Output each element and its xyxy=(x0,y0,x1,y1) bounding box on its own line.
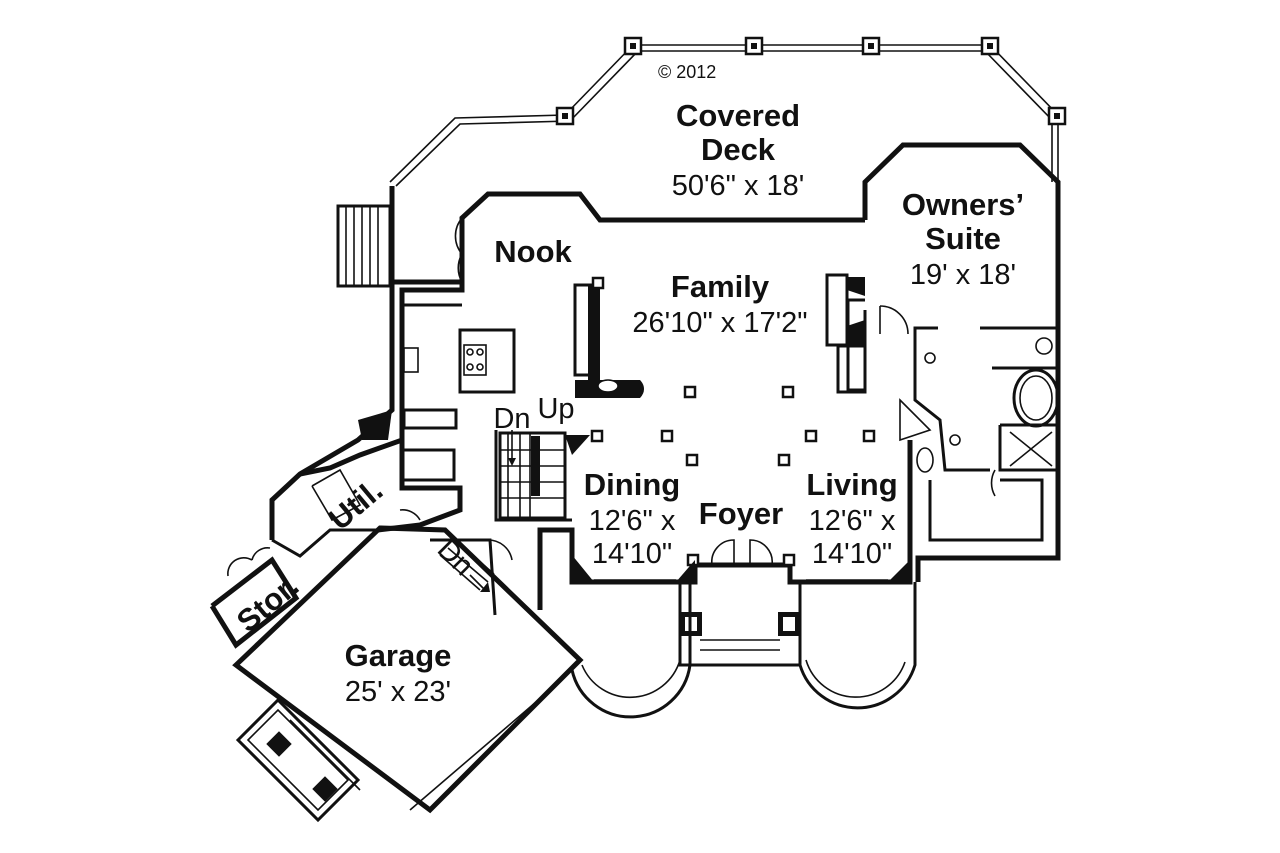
living-name: Living xyxy=(806,467,897,502)
garage-size: 25' x 23' xyxy=(345,676,451,708)
front-rooms xyxy=(572,539,910,582)
family-partitions xyxy=(573,283,645,398)
nook-name: Nook xyxy=(494,234,572,269)
owners-suite-interior xyxy=(846,298,1060,542)
foyer-name: Foyer xyxy=(699,496,783,531)
family-name: Family xyxy=(671,269,770,304)
stor-name: Stor. xyxy=(230,568,305,639)
covered-deck-name-2: Deck xyxy=(701,132,776,167)
interior-posts xyxy=(590,276,876,567)
front-porch xyxy=(570,582,917,719)
stair-arrows xyxy=(469,430,516,592)
owners-suite-size: 19' x 18' xyxy=(910,259,1016,291)
family-size: 26'10" x 17'2" xyxy=(632,307,807,339)
covered-deck-name-1: Covered xyxy=(676,98,800,133)
dining-size-1: 12'6" x xyxy=(589,505,676,537)
dining-name: Dining xyxy=(584,467,680,502)
stairs-up-label: Up xyxy=(537,393,574,425)
deck-stairs xyxy=(336,204,392,288)
owners-suite-name-1: Owners’ xyxy=(902,187,1024,222)
center-stairs xyxy=(494,430,590,522)
garage-name: Garage xyxy=(345,638,452,673)
family-fireplace xyxy=(825,273,867,394)
owners-suite-name-2: Suite xyxy=(925,221,1001,256)
garage-wing xyxy=(209,410,584,823)
kitchen xyxy=(402,217,516,430)
living-size-2: 14'10" xyxy=(812,538,892,570)
dining-size-2: 14'10" xyxy=(592,538,672,570)
covered-deck-size: 50'6" x 18' xyxy=(672,170,805,202)
deck-posts xyxy=(555,36,1067,126)
copyright-text: © 2012 xyxy=(658,62,716,82)
stairs-down-label: Dn xyxy=(493,403,530,435)
living-size-1: 12'6" x xyxy=(809,505,896,537)
